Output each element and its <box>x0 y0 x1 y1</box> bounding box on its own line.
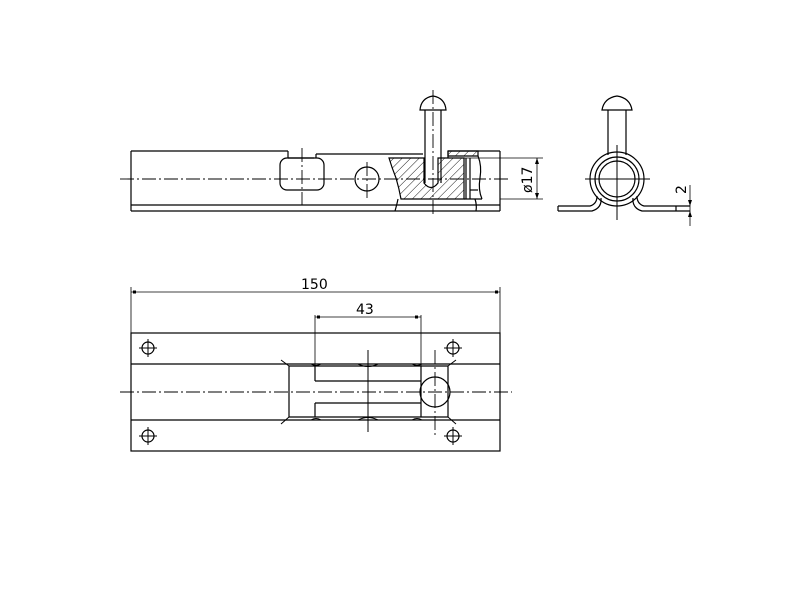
mounting-hole-bottom-left <box>139 427 157 445</box>
dimension-overall-length: 150 <box>301 277 328 293</box>
dimension-thickness: 2 <box>674 185 690 194</box>
plan-view: 150 43 <box>120 277 512 452</box>
front-section-view: ø17 <box>120 90 543 215</box>
mounting-hole-top-right <box>444 339 462 357</box>
mounting-hole-top-left <box>139 339 157 357</box>
end-view: 2 <box>557 95 692 226</box>
mounting-hole-bottom-right <box>444 427 462 445</box>
dimension-diameter: ø17 <box>520 167 536 193</box>
dimension-slot-length: 43 <box>356 302 374 318</box>
